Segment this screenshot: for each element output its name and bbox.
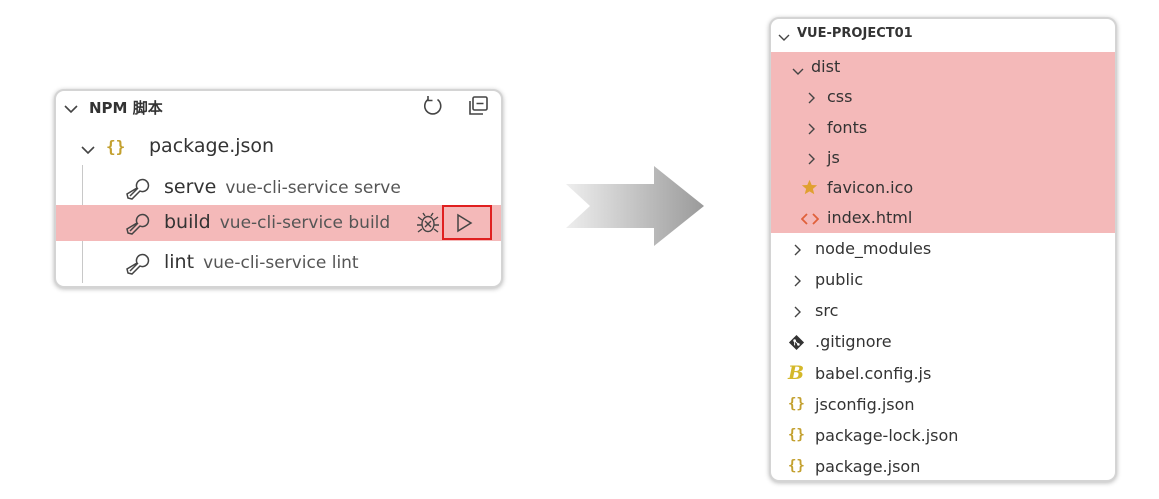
refresh-icon[interactable] [422,95,444,121]
git-icon [788,334,805,355]
json-icon: {} [788,396,805,412]
tree-item-src[interactable]: src [771,296,1115,326]
tree-item-gitignore[interactable]: .gitignore [771,327,1115,357]
tree-item-jsconfig[interactable]: {} jsconfig.json [771,390,1115,420]
collapse-all-icon[interactable] [468,95,490,121]
tree-item-dist[interactable]: dist [771,52,1115,82]
explorer-root-header[interactable]: VUE-PROJECT01 [771,19,1115,49]
html-icon [800,211,820,230]
tree-item-package-json[interactable]: {} package.json [771,452,1115,480]
tree-item-label: css [827,87,853,106]
tree-item-package-lock[interactable]: {} package-lock.json [771,421,1115,451]
chevron-right-icon [793,242,803,261]
tree-item-label: favicon.ico [827,178,914,197]
tree-item-label: node_modules [815,239,932,258]
chevron-right-icon [807,151,817,170]
json-icon: {} [106,137,126,156]
arrow-right-icon [566,166,706,250]
tree-item-favicon[interactable]: favicon.ico [771,173,1115,203]
tree-item-label: .gitignore [815,332,892,351]
script-row-build[interactable]: build vue-cli-service build [56,205,501,241]
tree-item-public[interactable]: public [771,265,1115,295]
star-icon [801,179,818,200]
debug-icon[interactable] [416,211,440,239]
script-name: lint [164,251,195,273]
npm-scripts-title: NPM 脚本 [89,99,163,117]
tree-item-js[interactable]: js [771,143,1115,173]
chevron-down-icon [63,100,79,119]
tree-item-babel-config[interactable]: B babel.config.js [771,359,1115,389]
run-button-highlight [442,205,492,240]
script-command: vue-cli-service serve [225,178,401,198]
tree-item-label: index.html [827,208,913,227]
chevron-right-icon [807,121,817,140]
tree-item-label: package.json [815,457,921,476]
run-icon[interactable] [454,213,474,237]
chevron-right-icon [807,90,817,109]
chevron-down-icon [777,28,791,47]
babel-icon: B [788,362,805,384]
tree-item-label: src [815,301,839,320]
script-command: vue-cli-service build [219,213,391,233]
chevron-right-icon [793,304,803,323]
tree-item-index-html[interactable]: index.html [771,203,1115,233]
json-icon: {} [788,427,805,443]
script-row-serve[interactable]: serve vue-cli-service serve [56,171,501,205]
tree-item-label: package-lock.json [815,426,959,445]
json-icon: {} [788,458,805,474]
tree-item-fonts[interactable]: fonts [771,113,1115,143]
package-json-label: package.json [149,135,275,157]
tree-item-label: babel.config.js [815,364,932,383]
script-row-lint[interactable]: lint vue-cli-service lint [56,247,501,281]
dist-highlight [771,52,1115,233]
wrench-icon [126,176,152,204]
explorer-panel: VUE-PROJECT01 dist css fonts js favicon.… [769,17,1117,482]
chevron-down-icon [80,141,96,160]
npm-scripts-header[interactable]: NPM 脚本 [56,91,501,123]
chevron-right-icon [793,273,803,292]
tree-item-css[interactable]: css [771,82,1115,112]
script-name: build [164,211,211,233]
tree-item-node-modules[interactable]: node_modules [771,234,1115,264]
wrench-icon [126,211,152,239]
tree-item-label: jsconfig.json [815,395,915,414]
chevron-down-icon [791,62,805,81]
explorer-title: VUE-PROJECT01 [797,26,913,41]
tree-item-label: dist [811,57,841,76]
wrench-icon [126,251,152,279]
tree-item-label: js [827,148,840,167]
tree-item-label: public [815,270,864,289]
script-name: serve [164,176,217,198]
package-json-row[interactable]: {} package.json [56,131,501,165]
script-command: vue-cli-service lint [203,253,359,273]
tree-item-label: fonts [827,118,868,137]
